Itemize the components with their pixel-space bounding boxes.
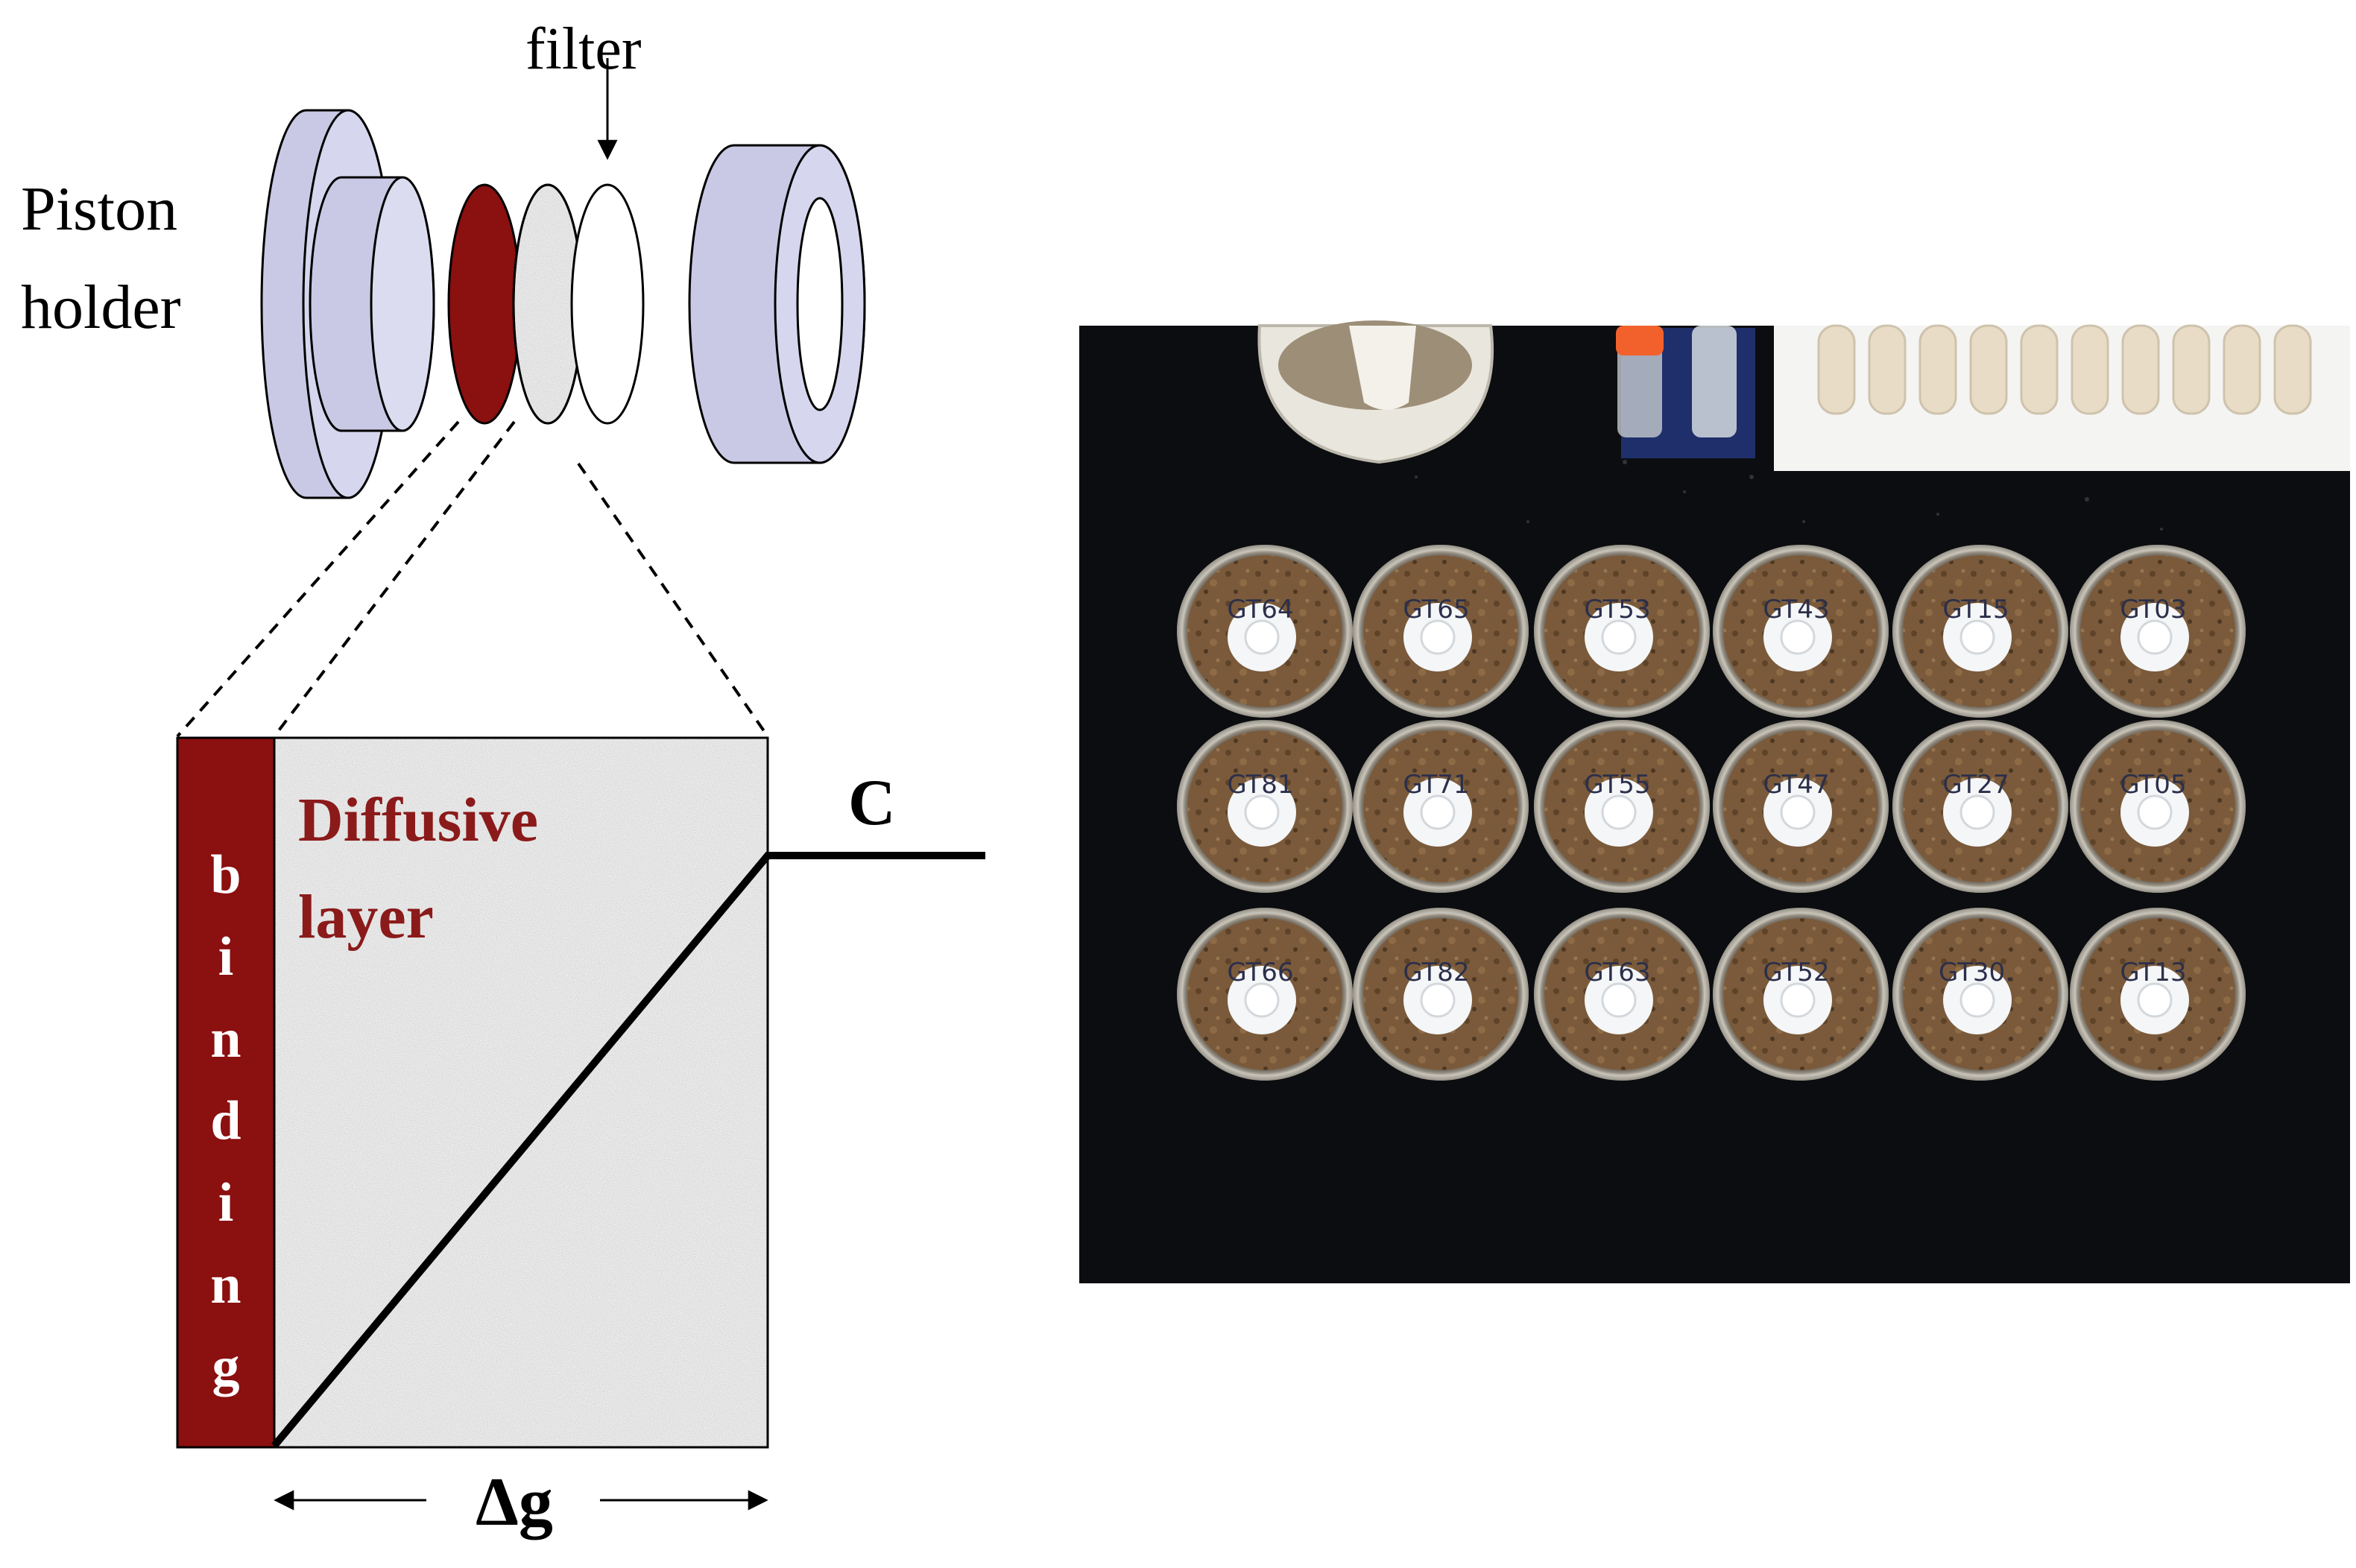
tube-rack: [1616, 326, 1755, 458]
sample-label: GT63: [1584, 958, 1650, 987]
binding-gel-disc: [447, 183, 522, 425]
piston-label-line1: Piston: [21, 174, 177, 244]
sample-label: GT55: [1584, 770, 1650, 800]
sample-label: GT43: [1763, 595, 1829, 625]
sample-label: GT30.: [1939, 958, 2013, 987]
binding-letter: d: [210, 1090, 241, 1151]
sample-label: GT03: [2120, 595, 2186, 625]
binding-letter: n: [210, 1254, 241, 1315]
piston-holder-hub: [309, 176, 435, 432]
diffusive-gel-disc: [512, 183, 584, 425]
sample-label: GT65: [1403, 595, 1469, 625]
petri-dish: GT63: [1534, 908, 1710, 1081]
concentration-label: C: [848, 767, 896, 839]
petri-dish: GT47: [1713, 720, 1889, 893]
sample-label: GT81: [1227, 770, 1293, 800]
styrofoam-tube-box: [1774, 324, 2350, 471]
sample-label: GT52: [1763, 958, 1829, 987]
petri-dish: GT52: [1713, 908, 1889, 1081]
dgt-device-exploded: filter Piston holder: [21, 16, 866, 499]
petri-dish: GT27: [1892, 720, 2068, 893]
petri-dish: GT15: [1892, 545, 2068, 718]
petri-dish: GT82: [1353, 908, 1529, 1081]
sample-label: GT05: [2120, 770, 2186, 800]
petri-dish: GT05: [2070, 720, 2246, 893]
cap-ring: [688, 144, 866, 464]
filter-label: filter: [525, 16, 641, 82]
petri-dish: GT64: [1177, 545, 1353, 718]
binding-layer-box: [176, 736, 276, 1449]
mortar-and-pestle: [1257, 320, 1494, 464]
petri-dish: GT81: [1177, 720, 1353, 893]
piston-label-line2: holder: [21, 273, 181, 342]
sample-label: GT71: [1403, 770, 1469, 800]
filter-disc: [570, 183, 645, 425]
sample-label: GT47: [1763, 770, 1829, 800]
zoom-projection-lines: [176, 420, 769, 738]
concentration-profile: [271, 852, 985, 1449]
petri-dish: GT65: [1353, 545, 1529, 718]
sample-label: GT13: [2120, 958, 2186, 987]
sample-label: GT66: [1227, 958, 1293, 987]
petri-dish: GT43: [1713, 545, 1889, 718]
petri-dish: GT71: [1353, 720, 1529, 893]
binding-letter: b: [210, 844, 241, 905]
sample-label: GT64: [1227, 595, 1293, 625]
binding-letter: g: [212, 1336, 240, 1397]
petri-dish: GT55: [1534, 720, 1710, 893]
sample-label: GT82: [1403, 958, 1469, 987]
sample-label: GT53: [1584, 595, 1650, 625]
petri-dish: GT66: [1177, 908, 1353, 1081]
sample-label: GT27: [1942, 770, 2009, 800]
binding-letter: i: [218, 926, 234, 987]
diffusive-label-line2: layer: [298, 882, 434, 952]
delta-g-label: Δg: [476, 1464, 553, 1540]
petri-dish: GT30.: [1892, 908, 2068, 1081]
petri-dish: GT03: [2070, 545, 2246, 718]
binding-letter: n: [210, 1008, 241, 1069]
petri-dish: GT53: [1534, 545, 1710, 718]
binding-letter: i: [218, 1172, 234, 1233]
sample-label: GT15: [1942, 595, 2009, 625]
petri-dish: GT13: [2070, 908, 2246, 1081]
diffusive-label-line1: Diffusive: [298, 785, 538, 855]
